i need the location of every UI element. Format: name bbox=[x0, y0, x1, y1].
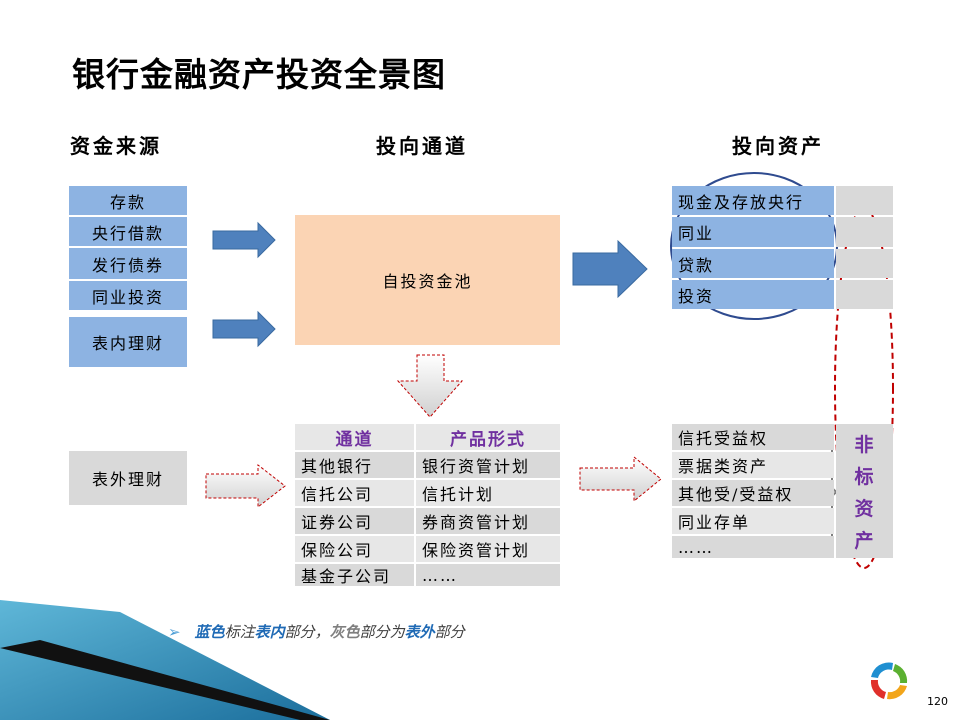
header-channels: 投向通道 bbox=[376, 134, 468, 158]
asset-item: 同业存单 bbox=[672, 508, 834, 534]
table-cell: 基金子公司 bbox=[295, 564, 414, 586]
decorative-wedge bbox=[0, 600, 330, 720]
table-cell: 保险资管计划 bbox=[416, 536, 560, 562]
nonstandard-char: 产 bbox=[854, 530, 874, 552]
table-header: 产品形式 bbox=[416, 424, 560, 450]
table-cell: 信托公司 bbox=[295, 480, 414, 506]
note-onbalance: 表内 bbox=[254, 623, 285, 641]
arrow-right-icon bbox=[572, 239, 648, 299]
note-text: 部分为 bbox=[359, 623, 405, 641]
table-header: 通道 bbox=[295, 424, 414, 450]
asset-item: 现金及存放央行 bbox=[672, 186, 834, 215]
asset-item: 投资 bbox=[672, 280, 834, 309]
header-assets: 投向资产 bbox=[732, 134, 824, 158]
nonstandard-char: 资 bbox=[854, 498, 874, 520]
arrow-right-icon bbox=[212, 221, 276, 259]
source-item: 存款 bbox=[69, 186, 187, 215]
decorative-wedge-shadow bbox=[0, 640, 330, 720]
table-cell: 银行资管计划 bbox=[416, 452, 560, 478]
asset-item: 票据类资产 bbox=[672, 452, 834, 478]
table-cell: 券商资管计划 bbox=[416, 508, 560, 534]
arrow-right-icon bbox=[212, 310, 276, 348]
source-item: 同业投资 bbox=[69, 281, 187, 310]
nonstandard-highlight-ellipse bbox=[834, 207, 894, 569]
note-blue: 蓝色 bbox=[194, 623, 225, 641]
note-gray: 灰色 bbox=[329, 623, 360, 641]
note-text: 部分， bbox=[284, 623, 330, 641]
asset-item: 信托受益权 bbox=[672, 424, 834, 450]
page-title: 银行金融资产投资全景图 bbox=[72, 55, 446, 94]
source-item: 央行借款 bbox=[69, 217, 187, 246]
page-number: 120 bbox=[927, 695, 948, 708]
bullet-icon: ➢ bbox=[168, 623, 181, 641]
header-sources: 资金来源 bbox=[70, 134, 162, 158]
asset-side-cell bbox=[836, 249, 893, 278]
arrow-down-icon bbox=[396, 354, 464, 418]
table-cell: 其他银行 bbox=[295, 452, 414, 478]
note-offbalance: 表外 bbox=[404, 623, 435, 641]
note-text: 部分 bbox=[434, 623, 465, 641]
table-cell: 信托计划 bbox=[416, 480, 560, 506]
nonstandard-label: 非 标 资 产 bbox=[852, 430, 876, 558]
self-investment-pool: 自投资金池 bbox=[295, 215, 560, 345]
arrow-right-icon bbox=[579, 455, 662, 503]
nonstandard-cell bbox=[836, 424, 893, 558]
asset-side-cell bbox=[836, 186, 893, 215]
legend-note: ➢ 蓝色标注表内部分，灰色部分为表外部分 bbox=[168, 621, 465, 642]
logo-icon bbox=[870, 662, 908, 700]
asset-item: 同业 bbox=[672, 217, 834, 247]
source-item: 发行债券 bbox=[69, 248, 187, 279]
asset-side-cell bbox=[836, 280, 893, 309]
arrow-right-icon bbox=[205, 463, 286, 509]
table-cell: 保险公司 bbox=[295, 536, 414, 562]
note-text: 标注 bbox=[224, 623, 255, 641]
asset-item: 贷款 bbox=[672, 249, 834, 278]
asset-item: 其他受/受益权 bbox=[672, 480, 834, 506]
source-offbalance-wm: 表外理财 bbox=[69, 451, 187, 505]
table-cell: …… bbox=[416, 564, 560, 586]
table-cell: 证券公司 bbox=[295, 508, 414, 534]
asset-item: …… bbox=[672, 536, 834, 558]
source-onbalance-wm: 表内理财 bbox=[69, 317, 187, 367]
nonstandard-char: 非 bbox=[854, 434, 874, 456]
nonstandard-char: 标 bbox=[854, 466, 874, 488]
asset-side-cell bbox=[836, 217, 893, 247]
